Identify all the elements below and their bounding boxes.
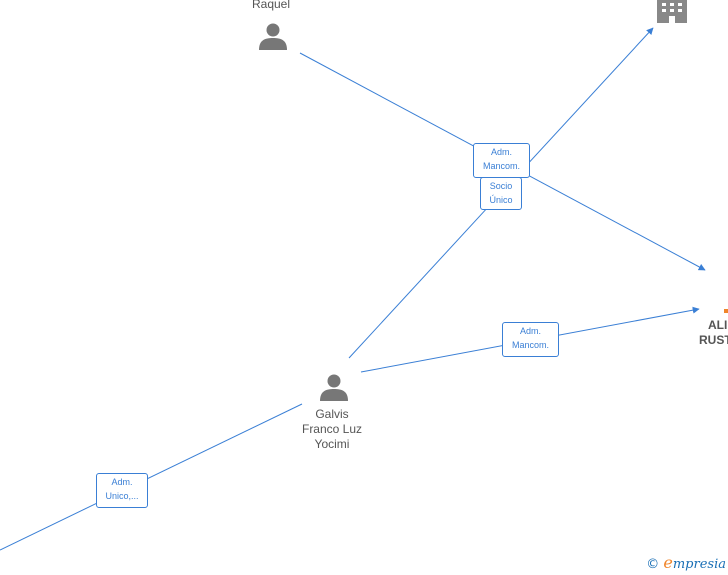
person-name-galvis: Galvis Franco Luz Yocimi bbox=[292, 407, 372, 452]
relation-line: Unico,... bbox=[105, 491, 139, 501]
edge-offscreen-to-galvis bbox=[0, 403, 303, 551]
relation-line: Adm. bbox=[111, 477, 133, 487]
relation-line: Mancom. bbox=[511, 340, 549, 350]
relation-line: Único bbox=[489, 195, 513, 205]
name-line: Franco Luz bbox=[301, 422, 363, 436]
relation-badge-socio-unico[interactable]: Socio Único bbox=[480, 177, 522, 210]
relation-line: Socio bbox=[489, 181, 513, 191]
name-line: Galvis bbox=[315, 407, 349, 421]
person-icon[interactable] bbox=[258, 21, 288, 51]
name-line: RUST bbox=[699, 333, 728, 347]
company-name-partial[interactable]: ALI RUST bbox=[699, 318, 728, 348]
person-name-raquel: Raquel bbox=[251, 0, 291, 11]
building-icon[interactable] bbox=[655, 0, 689, 24]
relation-line: Adm. bbox=[519, 326, 541, 336]
name-line: Yocimi bbox=[314, 437, 350, 451]
person-icon[interactable] bbox=[319, 372, 349, 402]
brand-watermark: © empresia bbox=[646, 553, 726, 572]
relation-line: Mancom. bbox=[482, 161, 520, 171]
company-accent-mark bbox=[724, 309, 728, 313]
copyright-icon: © bbox=[646, 557, 660, 572]
brand-name: mpresia bbox=[672, 557, 726, 572]
relation-badge-adm-mancom[interactable]: Adm. Mancom. bbox=[473, 143, 530, 178]
relation-line: Adm. bbox=[490, 147, 512, 157]
name-line: ALI bbox=[708, 318, 728, 332]
relation-badge-adm-mancom[interactable]: Adm. Mancom. bbox=[502, 322, 559, 357]
brand-e: e bbox=[663, 553, 673, 572]
relation-badge-adm-unico[interactable]: Adm. Unico,... bbox=[96, 473, 148, 508]
